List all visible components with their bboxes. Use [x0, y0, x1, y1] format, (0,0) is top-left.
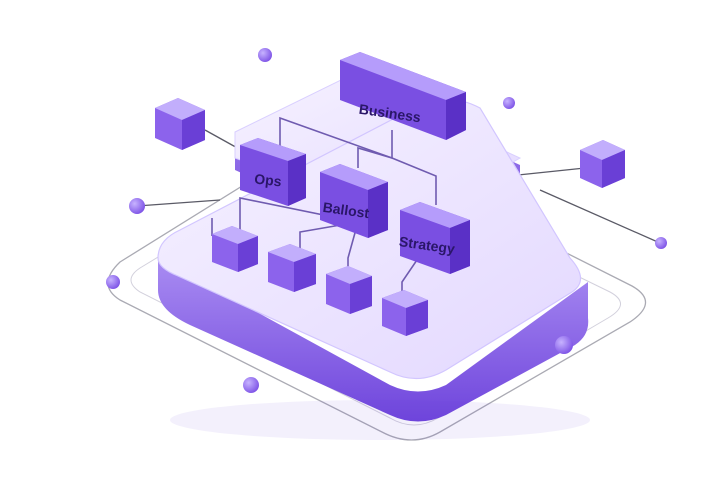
floating-cube-left	[155, 98, 205, 150]
small-cube-3	[326, 266, 372, 314]
org-box-left: Ops	[240, 138, 306, 206]
floating-ball	[243, 377, 259, 393]
floating-ball	[655, 237, 667, 249]
org-box-top: Business	[340, 52, 466, 140]
floating-ball	[555, 336, 573, 354]
floating-cube-right	[580, 140, 625, 188]
floating-ball	[129, 198, 145, 214]
main-platform	[157, 98, 590, 440]
org-box-left-label: Ops	[254, 171, 283, 190]
small-cube-2	[268, 244, 316, 292]
small-cube-4	[382, 290, 428, 336]
link-line	[136, 199, 221, 207]
org-box-right: Strategy	[398, 202, 470, 274]
link-line	[539, 189, 661, 244]
org-box-middle-label: Ballost	[322, 199, 371, 221]
small-cube-1	[212, 226, 258, 272]
link-line	[517, 167, 586, 176]
floating-ball	[503, 97, 515, 109]
floating-ball	[106, 275, 120, 289]
floating-ball	[258, 48, 272, 62]
org-box-middle: Ballost	[320, 164, 388, 238]
org-box-right-label: Strategy	[398, 233, 456, 257]
